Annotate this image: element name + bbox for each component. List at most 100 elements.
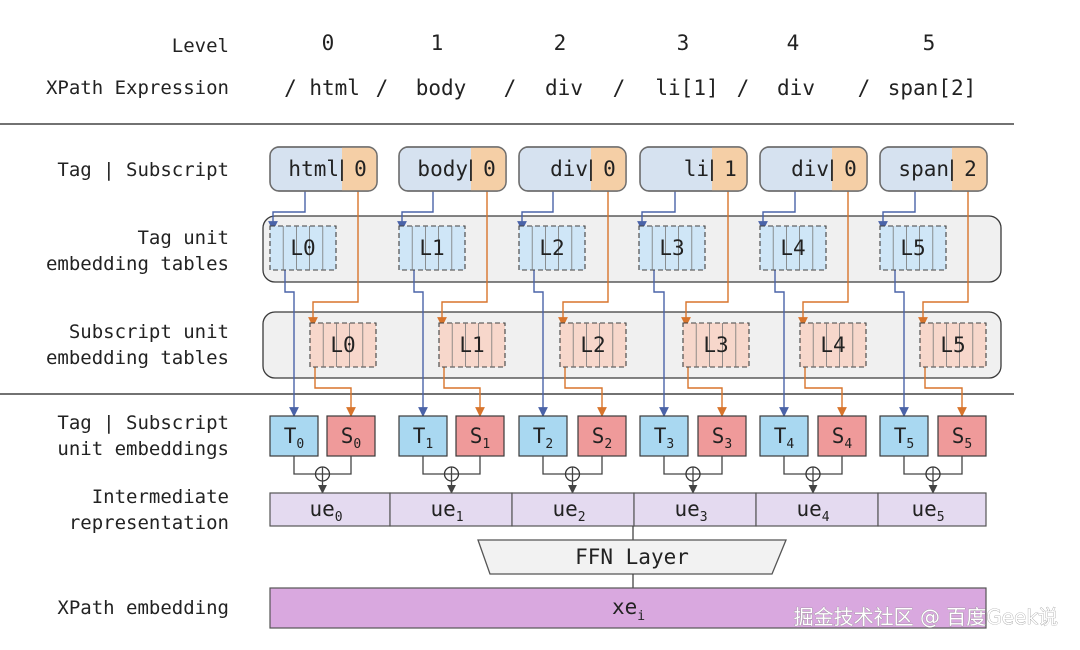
- subscript-unit-table: L4: [799, 322, 867, 368]
- box-outline: [518, 146, 627, 192]
- table-label: L0: [290, 236, 315, 260]
- level-number: 3: [677, 31, 690, 55]
- unit-embedding-pair: T1 S1: [398, 415, 505, 494]
- tag-embedding: [269, 415, 319, 457]
- subscript-unit-table: L2: [559, 322, 627, 368]
- subscript-value: 0: [354, 157, 367, 181]
- xe-subscript: i: [637, 609, 645, 624]
- subscript-box-bg: [712, 147, 747, 191]
- tag-name: div: [550, 157, 588, 181]
- subscript-value: 0: [603, 157, 616, 181]
- intermediate-label-2: representation: [69, 512, 229, 534]
- ue-index: 1: [456, 510, 464, 525]
- box-outline: [639, 146, 748, 192]
- xpath-embedding-value: xei: [612, 595, 645, 624]
- tag-unit-table: L3: [638, 225, 706, 271]
- subscript-embedding-symbol: S: [592, 424, 605, 448]
- subscript-value: 1: [724, 157, 737, 181]
- tag-name: li: [684, 157, 709, 181]
- tag-subscript-box: span|2: [879, 146, 988, 192]
- table-label: L4: [820, 333, 845, 357]
- level-number: 5: [923, 31, 936, 55]
- xpath-part: li[1]: [655, 76, 718, 100]
- xpath-part: span[2]: [888, 76, 977, 100]
- ue-index: 3: [700, 510, 708, 525]
- tag-embedding-label: T5: [894, 424, 914, 452]
- ue-cell: ue5: [877, 492, 987, 527]
- subscript-value: 0: [844, 157, 857, 181]
- ue-index: 5: [937, 510, 945, 525]
- table-label: L3: [659, 236, 684, 260]
- box-outline: [269, 146, 378, 192]
- xpath-part: div: [545, 76, 583, 100]
- tag-subscript-box: li|1: [639, 146, 748, 192]
- subscript-unit-table: L3: [682, 322, 750, 368]
- tag-unit-table: L1: [398, 225, 466, 271]
- ue-cell: ue0: [269, 492, 391, 527]
- tag-unit-tables: L0 L1 L2 L3 L4 L5: [269, 225, 947, 271]
- separator-bar: |: [706, 157, 719, 182]
- subscript-embedding-index: 4: [844, 437, 852, 452]
- ue-symbol: ue: [674, 497, 699, 521]
- ue-label: ue2: [552, 497, 585, 525]
- separator-bar: |: [946, 157, 959, 182]
- tag-embedding-label: T1: [413, 424, 433, 452]
- subscript-unit-tables-label-2: embedding tables: [46, 347, 229, 369]
- table-label: L2: [539, 236, 564, 260]
- tag-name: div: [791, 157, 829, 181]
- box-outline: [759, 146, 868, 192]
- tag-embedding-label: T3: [654, 424, 674, 452]
- tag-unit-tables-label-2: embedding tables: [46, 253, 229, 275]
- subscript-unit-table: L0: [309, 322, 377, 368]
- ue-cell: ue2: [511, 492, 635, 527]
- ue-index: 4: [822, 510, 830, 525]
- subscript-embedding-index: 1: [482, 437, 490, 452]
- subscript-embedding-symbol: S: [470, 424, 483, 448]
- table-label: L0: [330, 333, 355, 357]
- tag-embedding-symbol: T: [654, 424, 667, 448]
- tag-embedding-symbol: T: [774, 424, 787, 448]
- tag-unit-table: L4: [759, 225, 827, 271]
- level-number: 4: [787, 31, 800, 55]
- subscript-value: 2: [964, 157, 977, 181]
- subscript-embedding-symbol: S: [952, 424, 965, 448]
- subscript-unit-tables-label-1: Subscript unit: [69, 321, 229, 343]
- ue-symbol: ue: [911, 497, 936, 521]
- unit-embedding-pair: T5 S5: [879, 415, 987, 494]
- xpath-part: /: [613, 76, 626, 100]
- tag-subscript-label: Tag | Subscript: [57, 159, 229, 181]
- xpath-embedding-label: XPath embedding: [57, 597, 229, 619]
- ffn-layer-label: FFN Layer: [575, 545, 689, 569]
- watermark: 掘金技术社区 @ 百度Geek说: [794, 605, 1058, 629]
- tag-embedding-symbol: T: [894, 424, 907, 448]
- tag-embedding-index: 4: [786, 437, 794, 452]
- subscript-embedding-label: S5: [952, 424, 972, 452]
- subscript-embedding-label: S2: [592, 424, 612, 452]
- tag-embedding: [398, 415, 448, 457]
- tag-unit-table: L2: [518, 225, 586, 271]
- table-label: L5: [900, 236, 925, 260]
- subscript-embedding-index: 2: [604, 437, 612, 452]
- level-number: 2: [554, 31, 567, 55]
- tag-subscript-box: body|0: [398, 146, 507, 192]
- intermediate-label-1: Intermediate: [92, 486, 229, 508]
- subscript-value: 0: [483, 157, 496, 181]
- subscript-embedding: [937, 415, 987, 457]
- tag-embedding: [639, 415, 689, 457]
- subscript-embedding: [326, 415, 376, 457]
- ue-symbol: ue: [552, 497, 577, 521]
- separator-bar: |: [826, 157, 839, 182]
- ue-label: ue3: [674, 497, 707, 525]
- subscript-box-bg: [342, 147, 377, 191]
- ue-symbol: ue: [796, 497, 821, 521]
- xpath-part: body: [416, 76, 467, 100]
- xpath-expression-label: XPath Expression: [46, 77, 229, 99]
- subscript-embedding-label: S4: [832, 424, 853, 452]
- subscript-embedding: [697, 415, 747, 457]
